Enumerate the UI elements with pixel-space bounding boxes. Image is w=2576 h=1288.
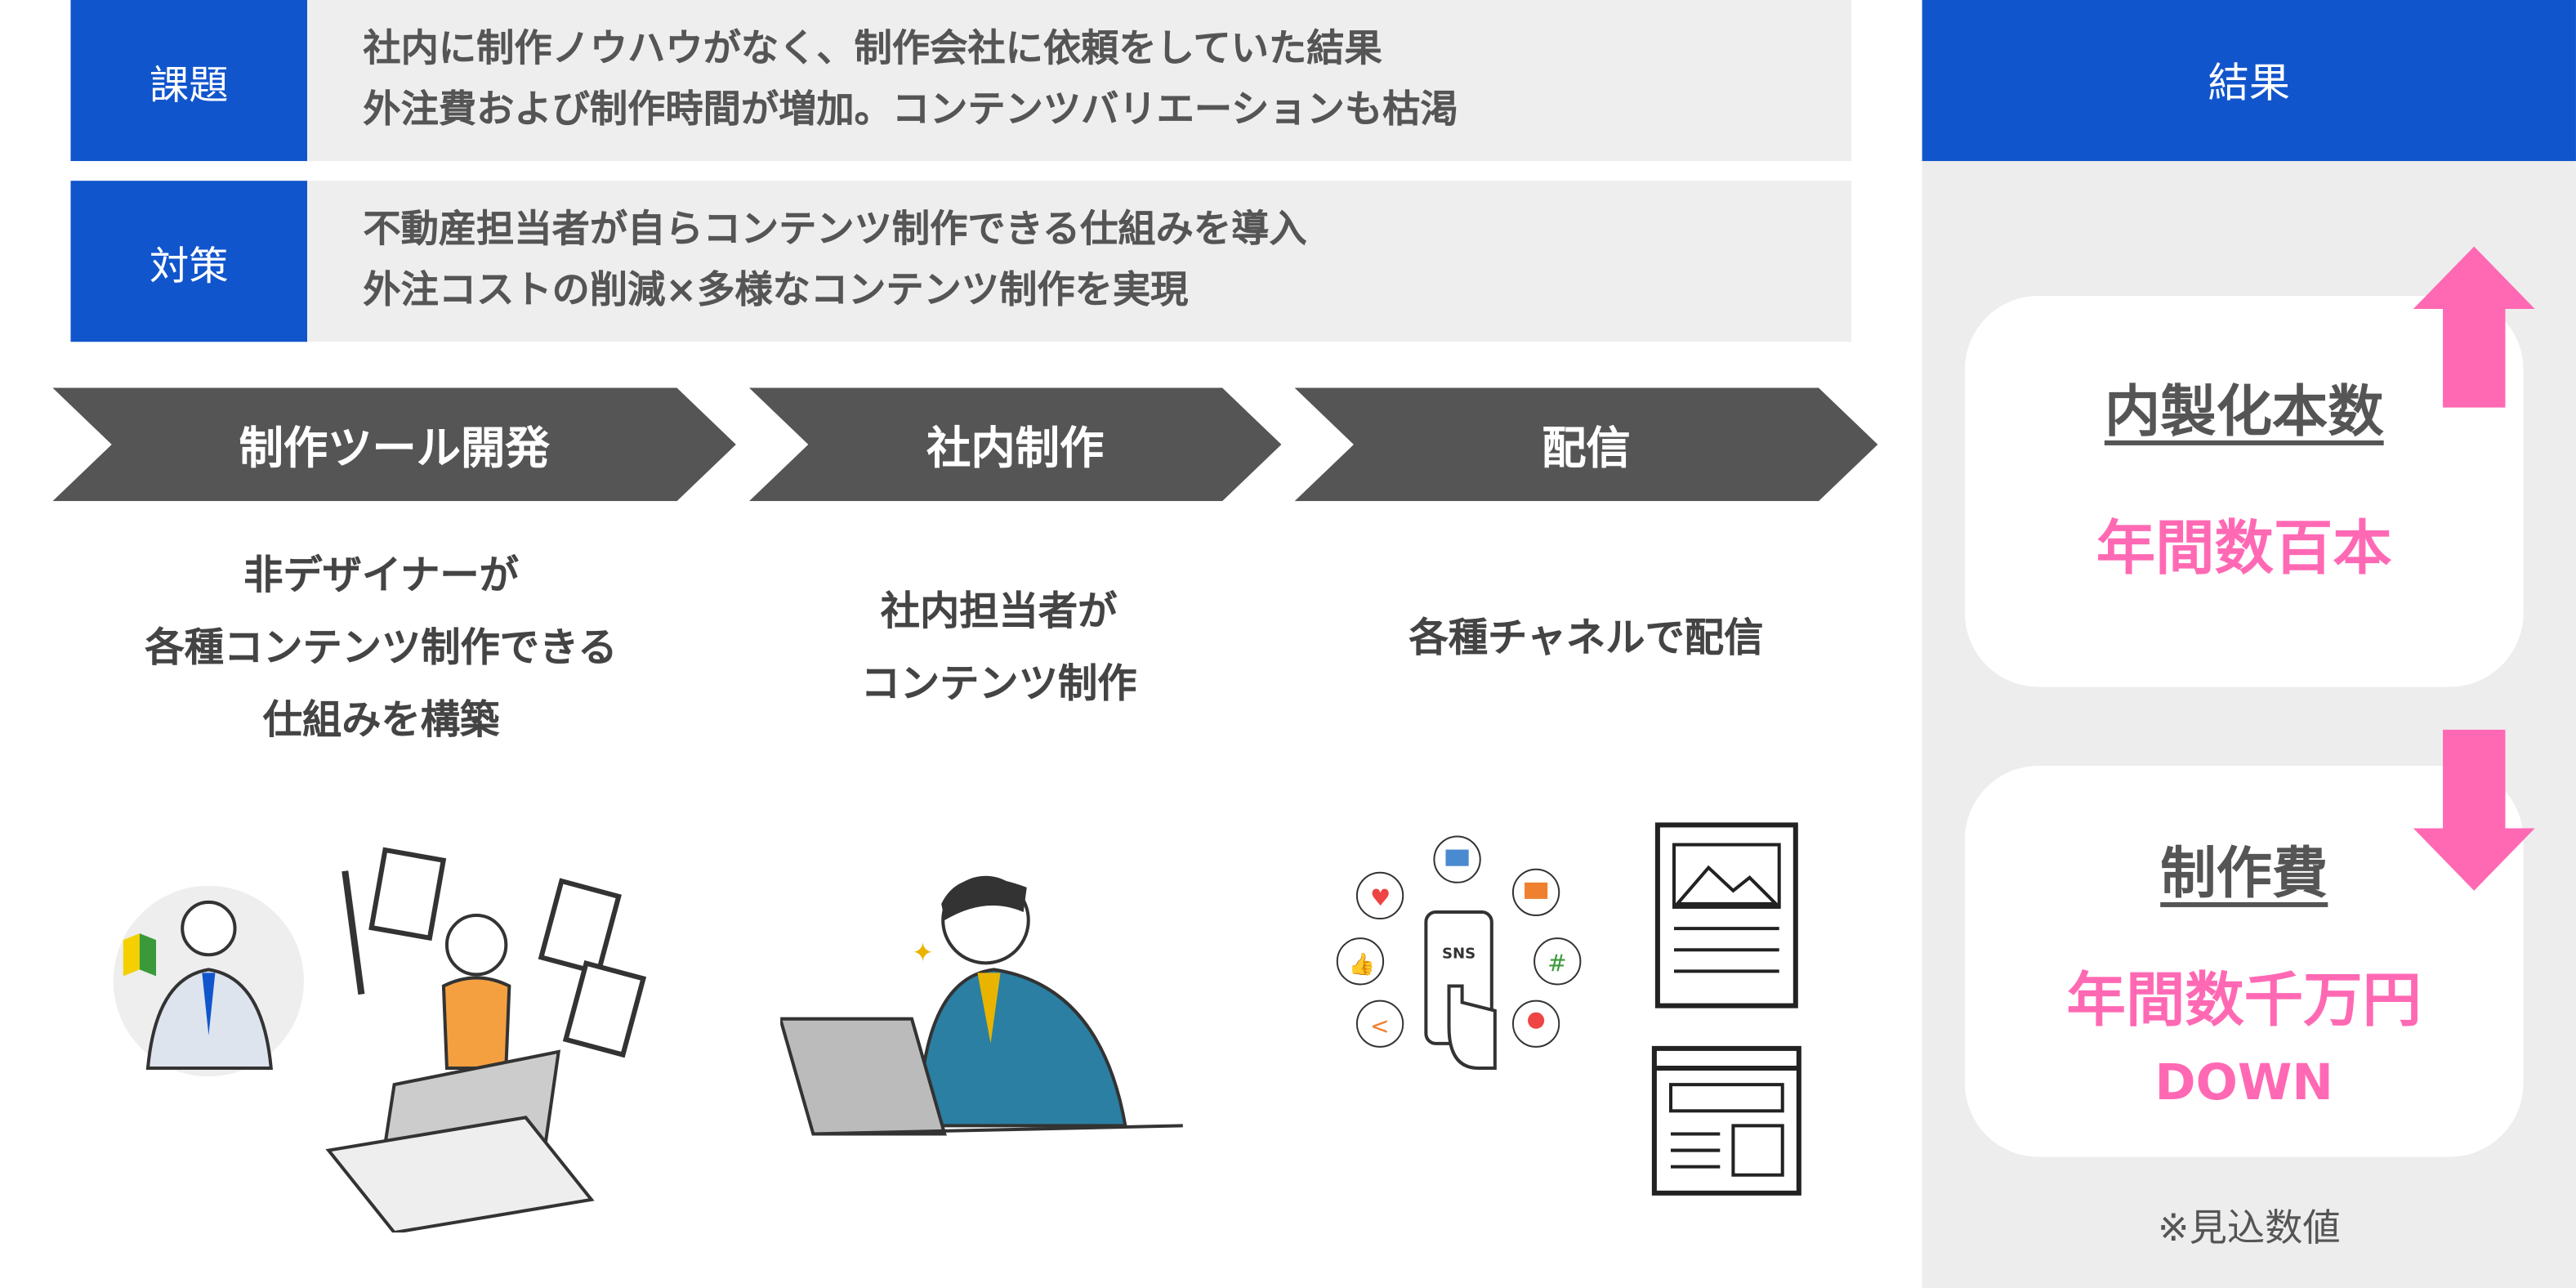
result-card-cost: 制作費 年間数千万円 DOWN [1964, 766, 2524, 1157]
svg-text:✦: ✦ [912, 937, 934, 968]
desc-line: 各種コンテンツ制作できる [145, 624, 618, 671]
measure-line: 外注コストの削減×多様なコンテンツ制作を実現 [363, 269, 1189, 313]
issue-line: 社内に制作ノウハウがなく、制作会社に依頼をしていた結果 [363, 28, 1382, 71]
step-desc-delivery: 各種チャネルで配信 [1295, 602, 1878, 673]
desc-line: 非デザイナーが [243, 552, 519, 598]
desc-line: 社内担当者が [880, 588, 1118, 635]
desc-line: 仕組みを構築 [262, 696, 500, 743]
svg-text:<: < [1370, 1013, 1390, 1040]
card-value: 年間数千万円 [2066, 968, 2422, 1035]
desc-line: コンテンツ制作 [860, 660, 1137, 707]
issue-line: 外注費および制作時間が増加。コンテンツバリエーションも枯渇 [363, 88, 1458, 132]
estimate-note: ※見込数値 [2157, 1207, 2341, 1251]
sns-label: SNS [1442, 945, 1476, 962]
svg-text:♥: ♥ [1370, 884, 1391, 911]
measure-line: 不動産担当者が自らコンテンツ制作できる仕組みを導入 [363, 208, 1307, 252]
issue-text: 社内に制作ノウハウがなく、制作会社に依頼をしていた結果 外注費および制作時間が増… [307, 0, 1852, 162]
measure-text: 不動産担当者が自らコンテンツ制作できる仕組みを導入 外注コストの削減×多様なコン… [307, 181, 1852, 342]
svg-text:#: # [1547, 950, 1567, 977]
measure-label: 対策 [70, 181, 308, 342]
issue-label: 課題 [70, 0, 308, 162]
card-value: 年間数百本 [2096, 516, 2392, 584]
arrow-up-icon [2413, 246, 2535, 408]
step-desc-inhouse: 社内担当者が コンテンツ制作 [752, 575, 1245, 720]
step-desc-tool-dev: 非デザイナーが 各種コンテンツ制作できる 仕組みを構築 [52, 539, 709, 756]
sns-icons-illustration: ♥ 👍 # < SNS [1336, 835, 1582, 1071]
staff-laptop-illustration: ✦ [780, 875, 1183, 1136]
svg-text:👍: 👍 [1349, 951, 1376, 977]
step-chevron-tool-dev: 制作ツール開発 [52, 388, 735, 502]
card-sub: DOWN [2154, 1054, 2333, 1113]
step-chevron-inhouse: 社内制作 [749, 388, 1281, 502]
result-card-inhouse: 内製化本数 年間数百本 [1964, 295, 2524, 687]
arrow-down-icon [2413, 729, 2535, 891]
step-chevron-delivery: 配信 [1295, 388, 1878, 502]
card-title: 内製化本数 [2104, 379, 2384, 445]
document-webpage-illustration [1651, 822, 1801, 1196]
card-title: 制作費 [2160, 841, 2328, 907]
beginner-robot-illustration [113, 847, 647, 1233]
result-header: 結果 [1922, 0, 2576, 162]
desc-line: 各種チャネルで配信 [1409, 615, 1764, 661]
